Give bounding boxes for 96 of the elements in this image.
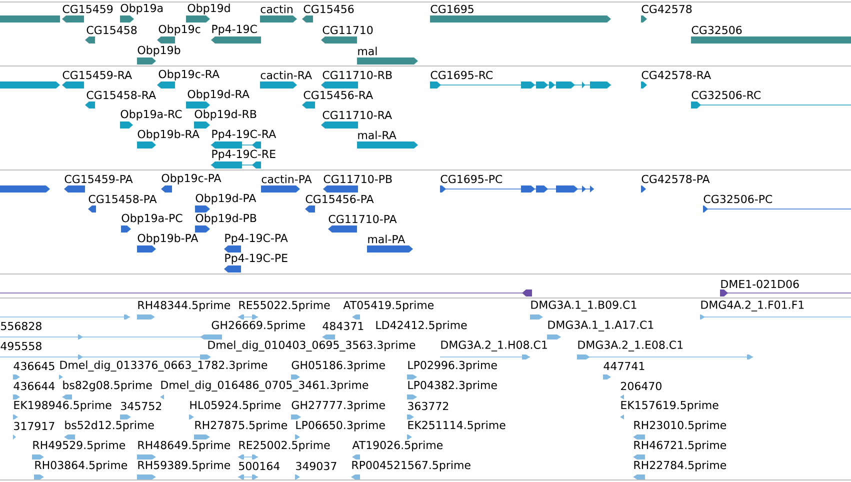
feature-label: CG42578-RA: [642, 70, 711, 80]
feature-label: LD42412.5prime: [376, 320, 467, 332]
feature-label: Obp19d: [188, 4, 230, 14]
feature-label: RH27875.5prime: [195, 420, 288, 432]
feature-label: CG32506: [692, 26, 742, 34]
feature-label: GH26669.5prime: [212, 320, 305, 332]
feature-label: Pp4-19C: [212, 24, 257, 36]
feature-label: cactin: [260, 4, 292, 14]
feature-label: CG11710-PA: [328, 214, 397, 224]
feature-label: Obp19a: [120, 4, 163, 14]
feature-label: DMG3A.1_1.A17.C1: [548, 320, 654, 332]
feature-label: CG15458-RA: [86, 90, 156, 100]
feature-label: CG15459-RA: [62, 70, 132, 80]
feature-label: CG11710: [322, 26, 373, 34]
feature-label: 436644: [14, 382, 55, 390]
feature-label: CG15458-PA: [88, 194, 157, 204]
feature-label: Obp19d-RA: [188, 90, 250, 100]
feature-label: Pp4-19C-PA: [225, 234, 288, 244]
feature-label: CG15456-PA: [306, 194, 374, 204]
feature-label: 447741: [604, 362, 644, 370]
feature-label: CG42578: [642, 4, 692, 14]
feature-label: Obp19a-RC: [120, 110, 182, 120]
feature-label: Obp19b-PA: [138, 234, 198, 244]
feature-label: CG15456: [304, 4, 354, 14]
feature-label: Obp19c: [158, 24, 200, 36]
feature-label: 495558: [0, 342, 42, 350]
feature-label: RH22784.5prime: [634, 460, 726, 472]
feature-label: AT05419.5prime: [343, 300, 434, 312]
feature-label: CG15456-RA: [304, 90, 373, 100]
feature-label: RH23010.5prime: [634, 420, 726, 432]
feature-label: RH48344.5prime: [138, 300, 230, 312]
feature-label: CG15459-PA: [64, 174, 133, 184]
feature-label: DMG3A.2_1.H08.C1: [441, 340, 547, 352]
feature-label: Obp19b-RA: [138, 130, 200, 140]
feature-label: 500164: [239, 462, 280, 470]
feature-label: CG32506-RC: [692, 90, 761, 100]
feature-label: CG15458: [86, 26, 137, 34]
feature-label: RE25002.5prime: [239, 440, 330, 452]
feature-label: 206470: [621, 382, 662, 390]
feature-label: 363772: [408, 402, 448, 410]
feature-label: EK198946.5prime: [14, 400, 112, 412]
feature-label: CG11710-PB: [324, 174, 392, 184]
feature-label: Dmel_dig_013376_0663_1782.3prime: [60, 360, 268, 372]
feature-label: Pp4-19C-RE: [212, 150, 276, 160]
feature-label: Obp19d-PB: [196, 214, 256, 224]
feature-label: cactin-RA: [260, 70, 312, 80]
feature-label: DMG4A.2_1.F01.F1: [701, 300, 804, 312]
feature-label: CG15459: [62, 4, 113, 14]
feature-label: Obp19d-PA: [196, 194, 256, 204]
feature-label: CG1695-RC: [430, 70, 493, 80]
feature-label: RP004521567.5prime: [352, 460, 470, 472]
feature-label: EK251114.5prime: [408, 420, 506, 432]
feature-label: CG32506-PC: [704, 194, 772, 204]
feature-label: mal: [358, 46, 377, 56]
feature-label: Dmel_dig_016486_0705_3461.3prime: [161, 380, 368, 392]
feature-label: RH49529.5prime: [33, 440, 126, 452]
feature-label: 317917: [14, 422, 54, 430]
feature-label: CG42578-PA: [642, 174, 710, 184]
feature-label: 349037: [296, 462, 336, 470]
feature-label: DME1-021D06: [721, 280, 799, 288]
feature-label: LP04382.3prime: [408, 380, 497, 392]
feature-label: RH46721.5prime: [634, 440, 726, 452]
feature-label: HL05924.5prime: [190, 400, 281, 412]
feature-label: CG11710-RB: [322, 70, 392, 80]
feature-label: bs52d12.5prime: [65, 420, 154, 432]
feature-label: Pp4-19C-PE: [225, 254, 288, 264]
feature-label: LP06650.3prime: [296, 420, 385, 432]
feature-label: AT19026.5prime: [352, 440, 443, 452]
feature-label: 345752: [121, 402, 162, 410]
feature-label: EK157619.5prime: [621, 400, 718, 412]
feature-label: Pp4-19C-RA: [212, 130, 276, 140]
feature-label: Obp19c-PA: [162, 174, 222, 184]
feature-label: CG1695: [430, 4, 474, 14]
feature-label: RH48649.5prime: [138, 440, 230, 452]
feature-label: GH27777.3prime: [292, 400, 385, 412]
feature-label: mal-PA: [368, 234, 406, 244]
feature-label: RE55022.5prime: [239, 300, 330, 312]
feature-label: cactin-PA: [262, 174, 312, 184]
feature-label: Obp19c-RA: [158, 70, 220, 80]
feature-label: RH59389.5prime: [138, 460, 230, 472]
feature-label: bs82g08.5prime: [63, 380, 152, 392]
feature-label: CG11710-RA: [322, 110, 392, 120]
feature-label: mal-RA: [358, 130, 396, 140]
feature-label: 436645: [14, 362, 54, 370]
feature-label: 556828: [1, 322, 42, 330]
feature-label: 484371: [322, 322, 364, 330]
feature-label: LP02996.3prime: [408, 360, 497, 372]
feature-label: DMG3A.1_1.B09.C1: [531, 300, 636, 312]
feature-label: DMG3A.2_1.E08.C1: [578, 340, 683, 352]
feature-label: CG1695-PC: [440, 174, 502, 184]
feature-label: Dmel_dig_010403_0695_3563.3prime: [208, 340, 416, 352]
feature-label: RH03864.5prime: [35, 460, 128, 472]
feature-label: GH05186.3prime: [292, 360, 385, 372]
feature-label: Obp19a-PC: [122, 214, 182, 224]
feature-label: Obp19d-RB: [194, 110, 256, 120]
feature-label: Obp19b: [138, 46, 180, 56]
